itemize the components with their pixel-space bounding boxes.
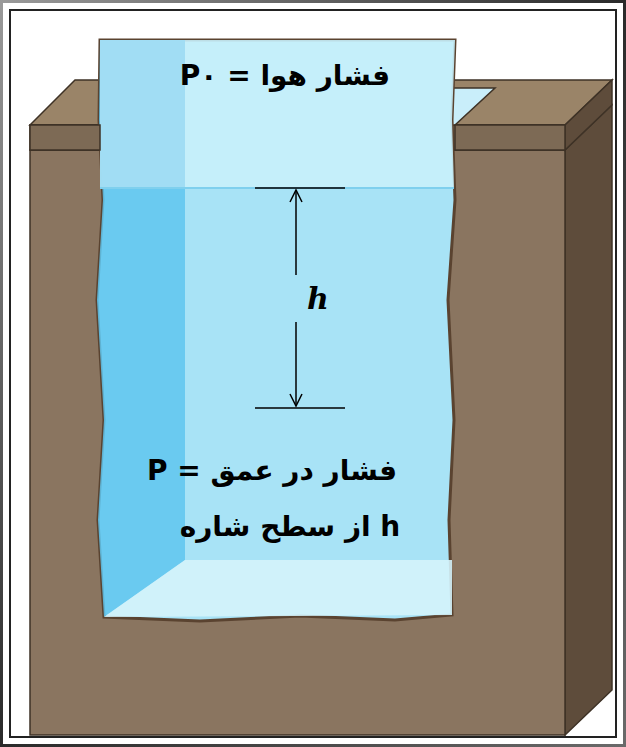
fluid-surface	[100, 187, 454, 189]
rim-left	[30, 125, 100, 150]
tank-floor	[104, 560, 452, 617]
inner-panel	[10, 10, 616, 737]
air-pressure-label: فشار هوا = P۰	[180, 59, 390, 92]
depth-symbol: h	[307, 281, 329, 316]
tank-rim-side	[565, 80, 612, 150]
air-wall	[100, 40, 185, 188]
depth-pressure-label-line2: h از سطح شاره	[180, 510, 401, 543]
fluid-cutaway	[97, 40, 455, 621]
white-frame	[4, 4, 622, 743]
depth-arrow	[255, 188, 345, 408]
inner-wall-left	[97, 40, 185, 617]
depth-pressure-label: فشار در عمق = P	[147, 454, 397, 487]
tank-side	[565, 105, 612, 735]
air-region	[100, 40, 455, 188]
rim-right	[455, 125, 565, 150]
